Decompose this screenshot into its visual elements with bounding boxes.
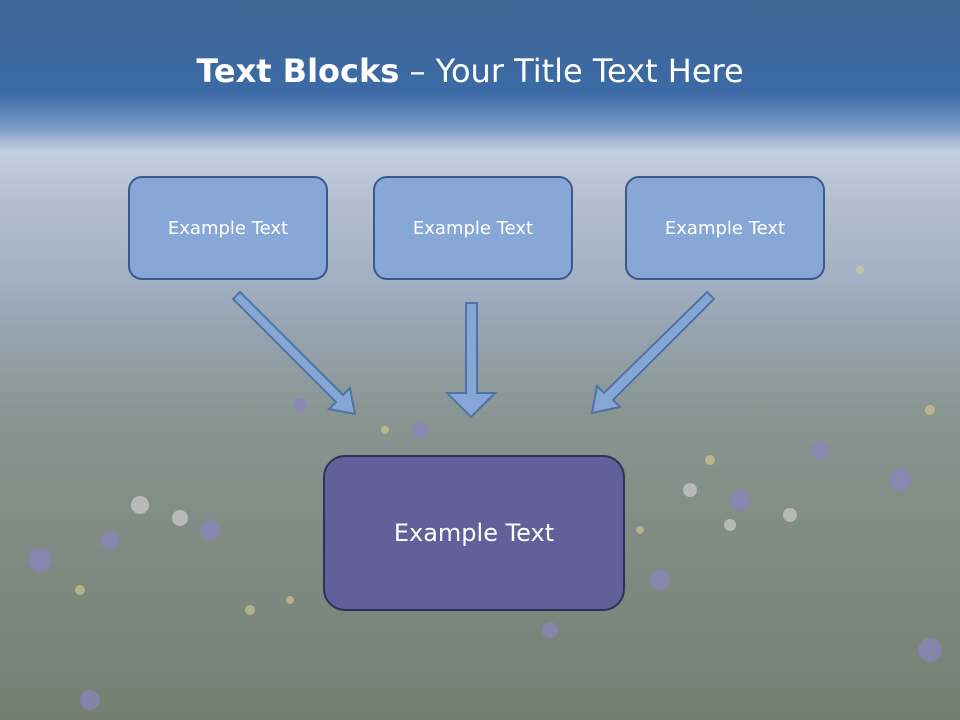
text-block-1[interactable]: Example Text [128,176,328,280]
text-block-1-label: Example Text [167,217,289,239]
title-bold: Text Blocks [196,52,400,90]
text-block-3-label: Example Text [664,217,786,239]
text-block-main[interactable]: Example Text [323,455,625,611]
title-dash: – [399,52,436,90]
arrow-left [231,290,357,416]
text-block-2-label: Example Text [412,217,534,239]
text-block-3[interactable]: Example Text [625,176,825,280]
arrow-middle [444,302,498,419]
text-block-2[interactable]: Example Text [373,176,573,280]
title-rest: Your Title Text Here [435,52,744,90]
text-block-main-label: Example Text [393,519,555,547]
page-title: Text Blocks – Your Title Text Here [0,52,940,90]
arrow-right [590,290,716,415]
